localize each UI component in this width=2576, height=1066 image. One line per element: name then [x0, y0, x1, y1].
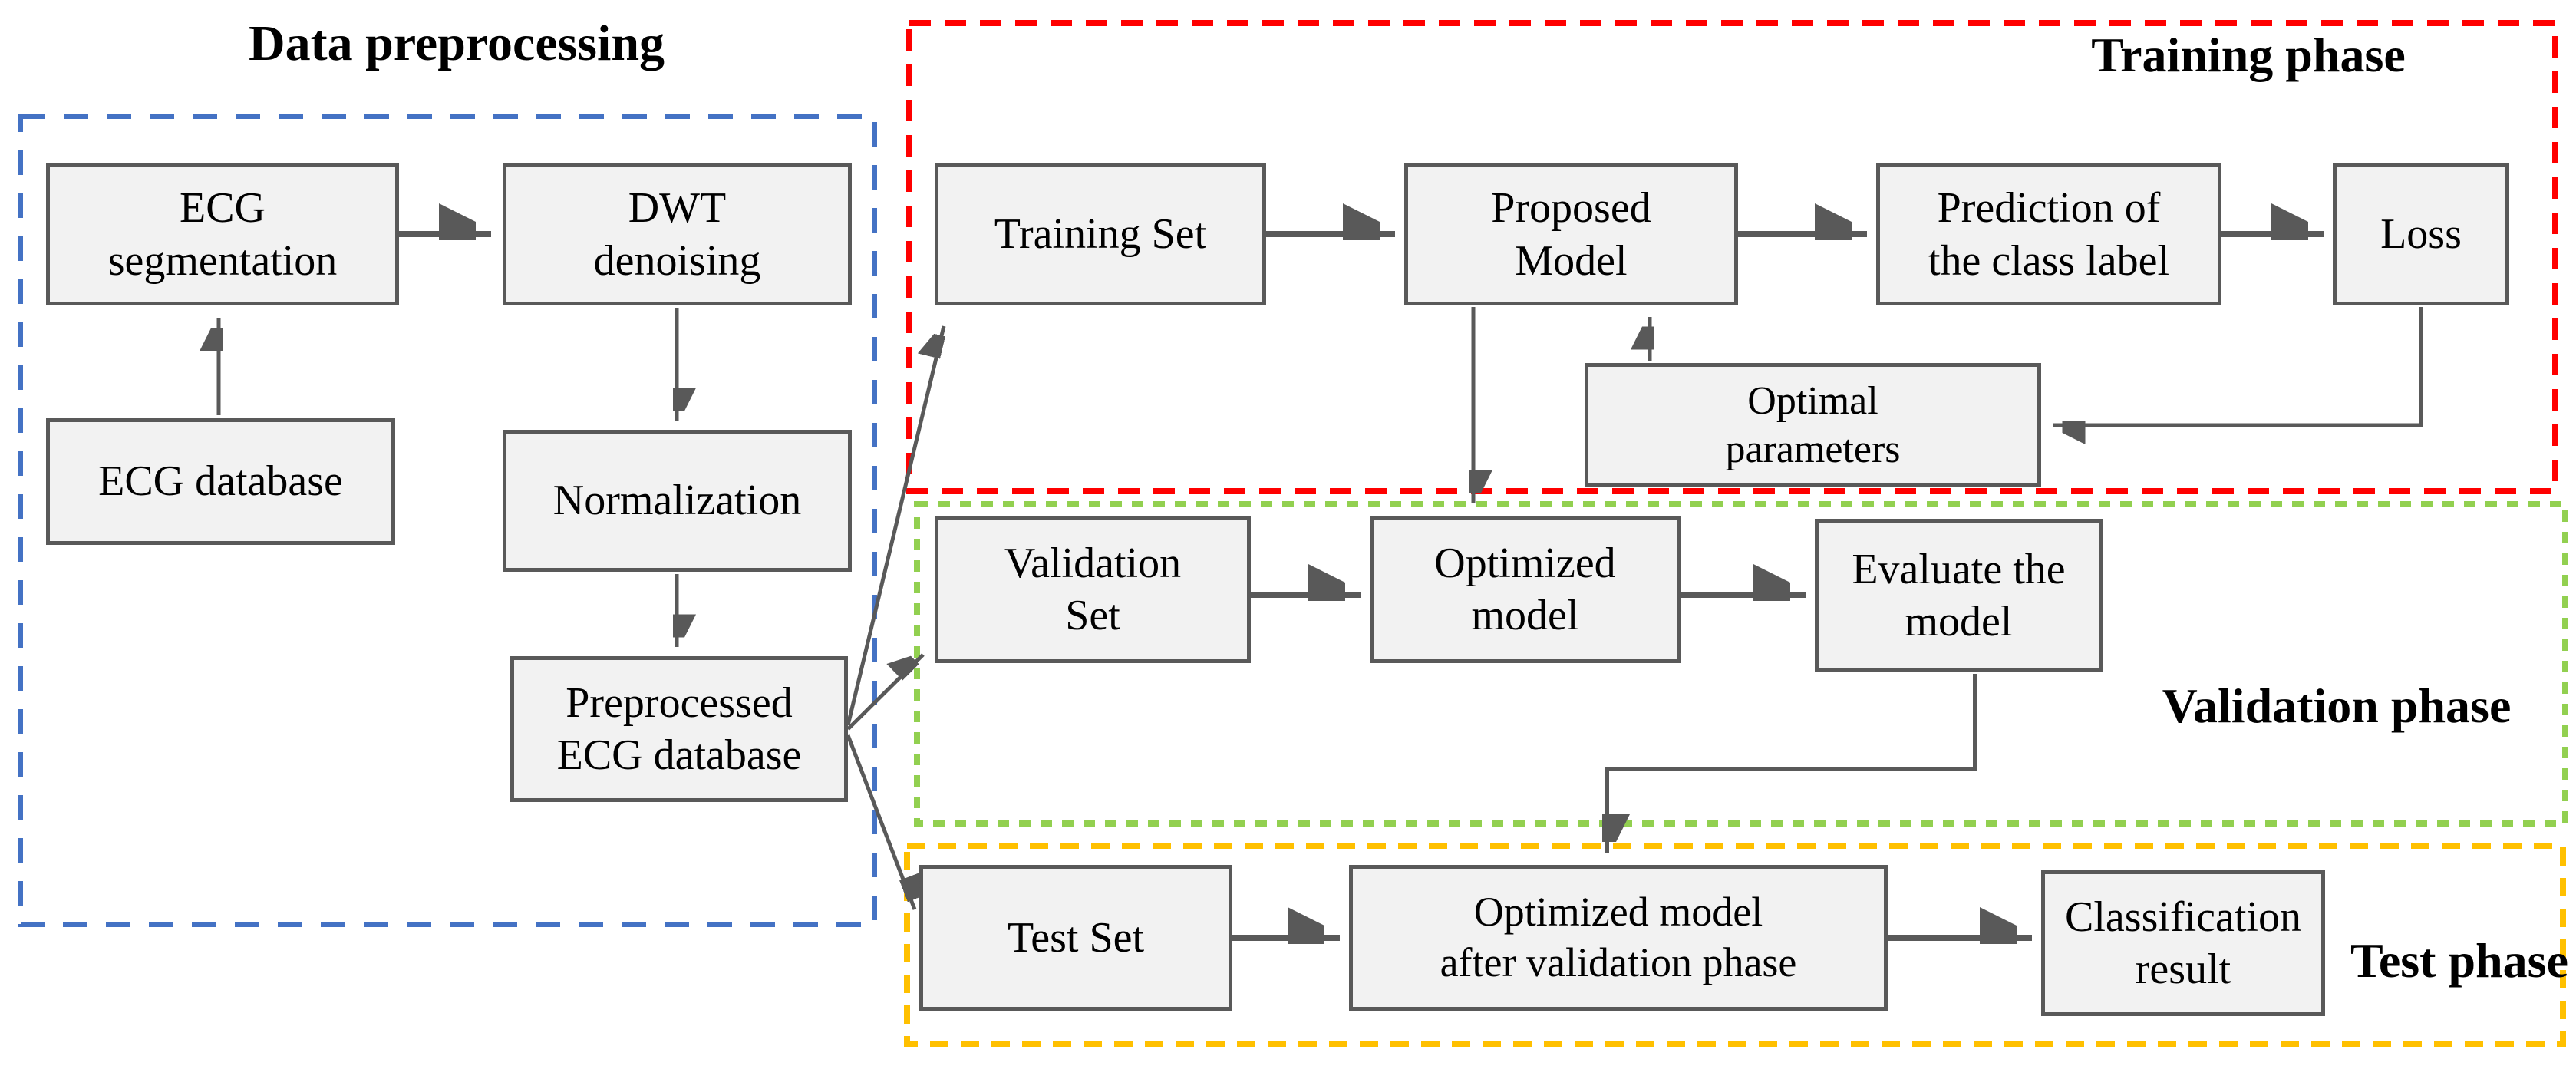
- node-label: result: [2135, 946, 2231, 993]
- node-optimal-parameters: Optimal parameters: [1585, 363, 2041, 487]
- preprocessing-phase-title: Data preprocessing: [248, 15, 665, 71]
- node-label: Classification: [2065, 893, 2301, 941]
- node-label: the class label: [1928, 236, 2170, 285]
- node-ecg-database: ECG database: [46, 418, 395, 545]
- training-phase-title: Training phase: [2091, 28, 2406, 82]
- node-label: model: [1471, 592, 1579, 639]
- arrow-preprocessed-to-trainingset: [846, 325, 946, 726]
- node-test-set: Test Set: [919, 865, 1232, 1011]
- node-label: segmentation: [107, 236, 338, 285]
- node-proposed-model: Proposed Model: [1404, 163, 1738, 305]
- arrow-evaluate-to-optimizedafter: [1607, 674, 1977, 853]
- node-label: Set: [1065, 592, 1120, 639]
- node-label: parameters: [1725, 427, 1901, 471]
- node-label: Optimal: [1747, 378, 1878, 423]
- node-optimized-model-after-validation: Optimized model after validation phase: [1349, 865, 1888, 1011]
- node-loss: Loss: [2333, 163, 2509, 305]
- node-label: Test Set: [1007, 913, 1145, 962]
- node-ecg-segmentation: ECG segmentation: [46, 163, 399, 305]
- arrow-preprocessed-to-testset: [846, 734, 915, 910]
- node-label: denoising: [593, 236, 761, 285]
- node-evaluate-the-model: Evaluate the model: [1815, 519, 2103, 672]
- node-label: Normalization: [552, 477, 802, 525]
- node-label: ECG database: [98, 457, 343, 506]
- node-label: Model: [1515, 236, 1628, 285]
- node-label: Proposed: [1491, 184, 1651, 233]
- node-label: model: [1905, 598, 2013, 645]
- node-label: Loss: [2380, 210, 2462, 259]
- arrow-loss-to-optimalparams: [2053, 307, 2423, 425]
- node-label: ECG: [180, 184, 266, 233]
- node-classification-result: Classification result: [2041, 870, 2325, 1016]
- node-label: after validation phase: [1440, 939, 1797, 985]
- node-label: Prediction of: [1937, 184, 2161, 233]
- node-label: Preprocessed: [566, 678, 793, 727]
- node-dwt-denoising: DWT denoising: [503, 163, 852, 305]
- node-validation-set: Validation Set: [935, 516, 1251, 663]
- node-label: Optimized: [1434, 539, 1616, 587]
- node-label: Evaluate the: [1852, 545, 2066, 593]
- node-optimized-model: Optimized model: [1370, 516, 1681, 663]
- node-training-set: Training Set: [935, 163, 1266, 305]
- node-label: ECG database: [556, 731, 802, 779]
- validation-phase-title: Validation phase: [2162, 678, 2512, 733]
- node-normalization: Normalization: [503, 430, 852, 572]
- node-label: Validation: [1004, 539, 1182, 587]
- node-preprocessed-ecg-database: Preprocessed ECG database: [510, 656, 848, 802]
- node-label: Optimized model: [1473, 889, 1763, 936]
- arrow-preprocessed-to-validationset: [846, 655, 925, 731]
- node-label: Training Set: [994, 210, 1207, 259]
- test-phase-title: Test phase: [2350, 933, 2568, 988]
- node-prediction-class-label: Prediction of the class label: [1876, 163, 2221, 305]
- node-label: DWT: [628, 184, 727, 233]
